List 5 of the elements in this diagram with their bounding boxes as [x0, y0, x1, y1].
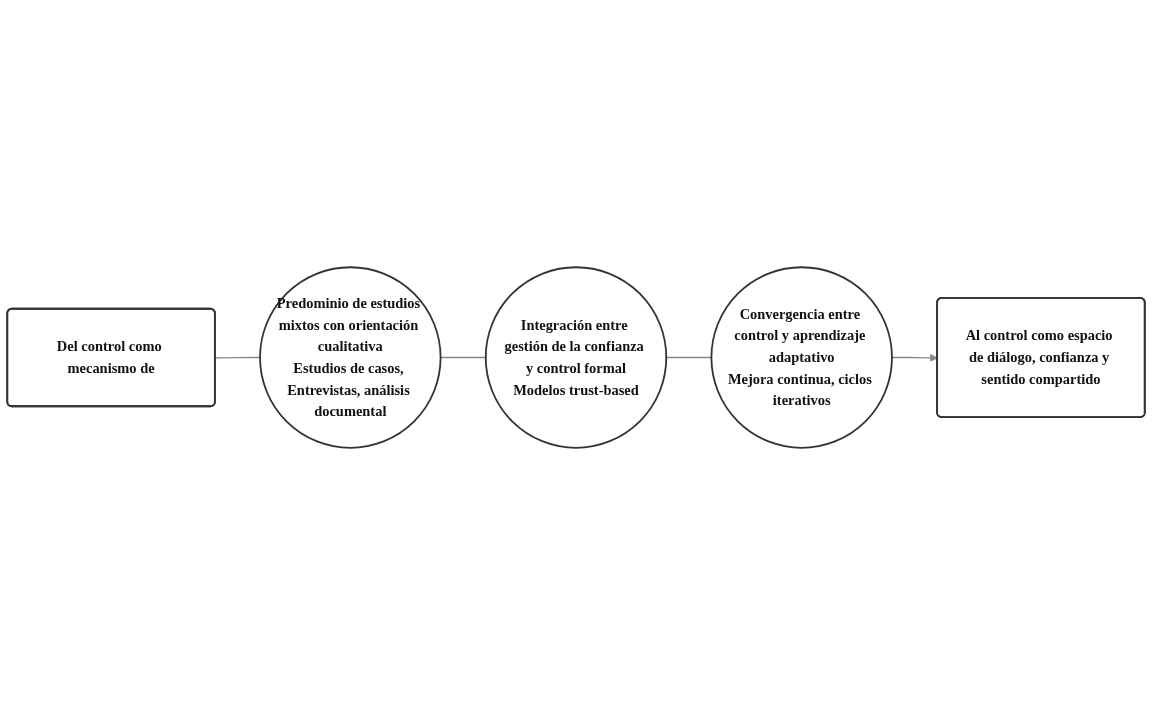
arrow	[891, 353, 938, 362]
node-circle: Integración entre gestión de la confianza y control formal Modelos trust-based	[484, 265, 668, 449]
node-circle: Predominio de estudios mixtos con orientación cualitativa Estudios de casos, Entrevistas, análisis documental	[259, 265, 442, 449]
node-circle: Convergencia entre control y aprendizaje adaptativo Mejora continua, ciclos iterativos	[710, 265, 893, 449]
connector	[214, 356, 261, 359]
